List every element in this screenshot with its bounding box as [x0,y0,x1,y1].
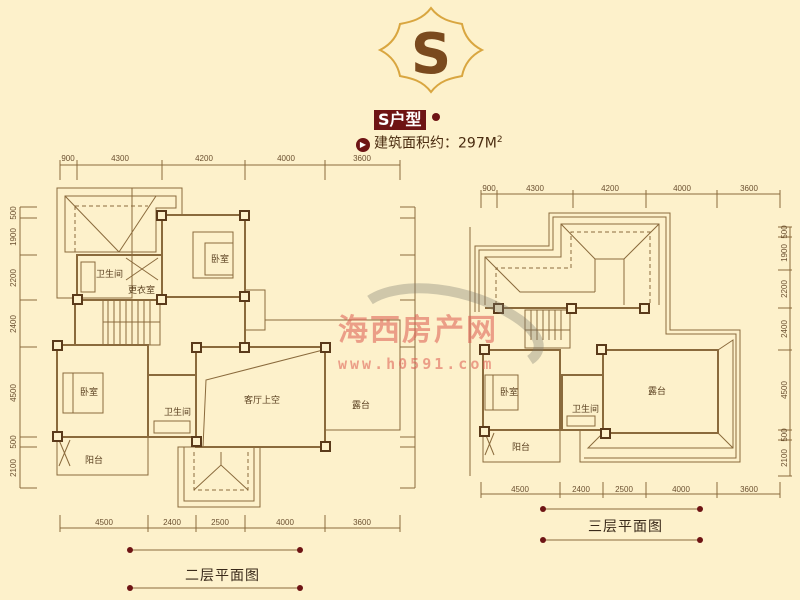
room-closet: 更衣室 [128,284,155,296]
dim-label: 1900 [9,228,18,246]
logo-letter: S [411,22,451,87]
dim-label: 4300 [111,154,129,163]
dim-label: 3600 [353,154,371,163]
dim-label: 4200 [195,154,213,163]
room-balcony: 阳台 [85,454,103,466]
dim-label: 2100 [9,459,18,477]
area-value: 297M [458,135,497,152]
room-bath-lower: 卫生间 [164,406,191,418]
dim-label: 2400 [163,518,181,527]
dim-label: 2200 [9,269,18,287]
floor2-side-dimensions: 500 1900 2200 2400 4500 500 2100 [9,206,416,489]
badge-dot-icon [432,113,440,121]
room-f3-bedroom: 卧室 [500,386,518,398]
room-f3-terrace: 露台 [648,385,666,397]
dim-label: 500 [780,428,789,442]
floor3-side-dimensions: 500 1900 2200 2400 4500 500 2100 [469,225,792,477]
floor2-bottom-dimensions: 4500 2400 2500 4000 3600 [59,515,401,532]
room-f3-bath: 卫生间 [572,403,599,415]
room-bedroom-left: 卧室 [80,386,98,398]
dim-label: 500 [780,225,789,239]
dim-label: 2400 [9,315,18,333]
area-unit-sup: 2 [496,135,503,145]
dim-label: 2500 [211,518,229,527]
dim-label: 900 [482,184,496,193]
play-icon: ▶ [356,137,370,152]
area-label: 建筑面积约： [374,135,458,152]
stair [102,299,161,346]
dim-label: 4000 [672,485,690,494]
dim-label: 4200 [601,184,619,193]
dim-label: 2100 [780,449,789,467]
room-bedroom-upper: 卧室 [211,253,229,265]
watermark-logo-icon [367,283,544,365]
floor2-caption: 二层平面图 [185,568,260,584]
room-terrace: 露台 [352,399,370,411]
floor3-plan: 900 4300 4200 4000 3600 4500 2400 2500 4… [469,184,792,498]
watermark-name: 海西房产网 [338,313,498,348]
floor2-plan: 900 4300 4200 4000 3600 4500 2400 2500 4… [9,154,416,532]
dim-label: 2500 [615,485,633,494]
room-f3-balcony: 阳台 [512,441,530,453]
dim-label: 900 [61,154,75,163]
dim-label: 4000 [277,154,295,163]
dim-label: 2400 [780,320,789,338]
unit-type-badge: S户型 [374,110,426,130]
room-bath-upper: 卫生间 [96,268,123,280]
dim-label: 3600 [740,485,758,494]
floor3-caption: 三层平面图 [588,519,663,535]
dim-label: 500 [9,206,18,220]
dim-label: 4300 [526,184,544,193]
dim-label: 4500 [95,518,113,527]
dim-label: 4500 [780,381,789,399]
dim-label: 4500 [511,485,529,494]
floor3-bottom-dimensions: 4500 2400 2500 4000 3600 [480,482,781,498]
floor2-top-dimensions: 900 4300 4200 4000 3600 [59,154,401,180]
dim-label: 500 [9,435,18,449]
dim-label: 1900 [780,244,789,262]
dim-label: 2400 [572,485,590,494]
dim-label: 3600 [740,184,758,193]
dim-label: 4000 [276,518,294,527]
dim-label: 4000 [673,184,691,193]
dim-label: 4500 [9,384,18,402]
floor3-top-dimensions: 900 4300 4200 4000 3600 [480,184,781,208]
watermark-url: www.h0591.com [338,355,495,373]
dim-label: 2200 [780,280,789,298]
dim-label: 3600 [353,518,371,527]
caption-lines [127,506,703,591]
room-living-void: 客厅上空 [244,394,280,406]
logo-emblem: S [377,6,485,94]
building-area: ▶ 建筑面积约：297M2 [356,132,503,153]
